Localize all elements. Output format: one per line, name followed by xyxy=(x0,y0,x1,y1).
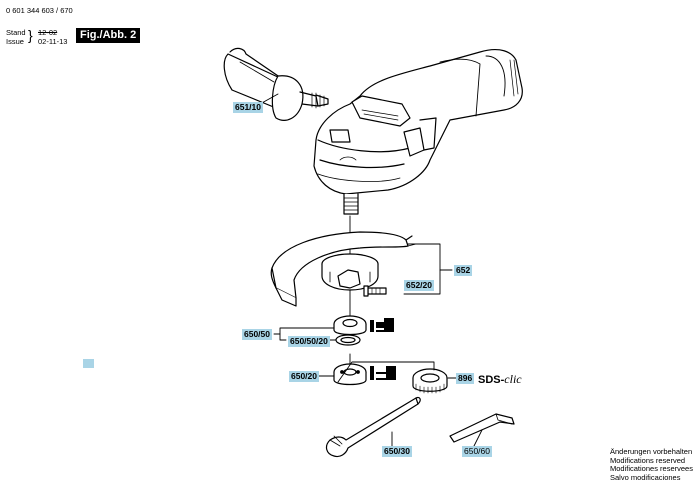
footer-line-de: Änderungen vorbehalten xyxy=(610,447,693,456)
leader-lines xyxy=(259,93,483,447)
side-handle-drawing xyxy=(223,47,329,121)
label-side-handle: 651/10 xyxy=(233,102,263,113)
label-flange-group: 650/50 xyxy=(242,329,272,340)
sds-clic-logo: SDS-clic xyxy=(478,372,522,387)
label-hex-key: 650/60 xyxy=(462,446,492,457)
spanner-drawing xyxy=(325,396,421,458)
footer-line-fr: Modificationes reservees xyxy=(610,464,693,473)
footer-notes: Änderungen vorbehalten Modifications res… xyxy=(610,447,693,482)
issue-label: Issue xyxy=(6,37,24,46)
figure-label: Fig./Abb. 2 xyxy=(76,28,141,43)
label-quick-nut: 896 xyxy=(456,373,475,384)
label-guard: 652 xyxy=(454,265,473,276)
color-swatch xyxy=(83,359,94,368)
label-nut: 650/20 xyxy=(289,371,319,382)
label-guard-screw: 652/20 xyxy=(404,280,434,291)
label-flange-ring: 650/50/20 xyxy=(288,336,330,347)
label-spanner: 650/30 xyxy=(382,446,412,457)
footer-line-es: Salvo modificaciones xyxy=(610,472,681,482)
torque-symbol-flange xyxy=(370,318,394,332)
issue-value: 02-11-13 xyxy=(38,37,68,46)
hex-key-drawing xyxy=(449,413,515,443)
flange-drawing xyxy=(333,315,367,346)
quick-nut-drawing xyxy=(412,368,448,394)
sds-clic-text: clic xyxy=(504,372,522,386)
part-number: 0 601 344 603 / 670 xyxy=(6,6,73,15)
grinder-body-drawing xyxy=(313,48,523,215)
footer-line-en: Modifications reserved xyxy=(610,455,686,465)
sds-text: SDS- xyxy=(478,374,505,386)
stand-label: Stand xyxy=(6,28,26,37)
guard-drawing xyxy=(270,231,417,307)
stand-value: 12-02 xyxy=(38,28,58,37)
guard-screw-drawing xyxy=(363,285,387,297)
torque-symbol-nut xyxy=(370,366,396,380)
header-bracket: } xyxy=(28,27,33,43)
